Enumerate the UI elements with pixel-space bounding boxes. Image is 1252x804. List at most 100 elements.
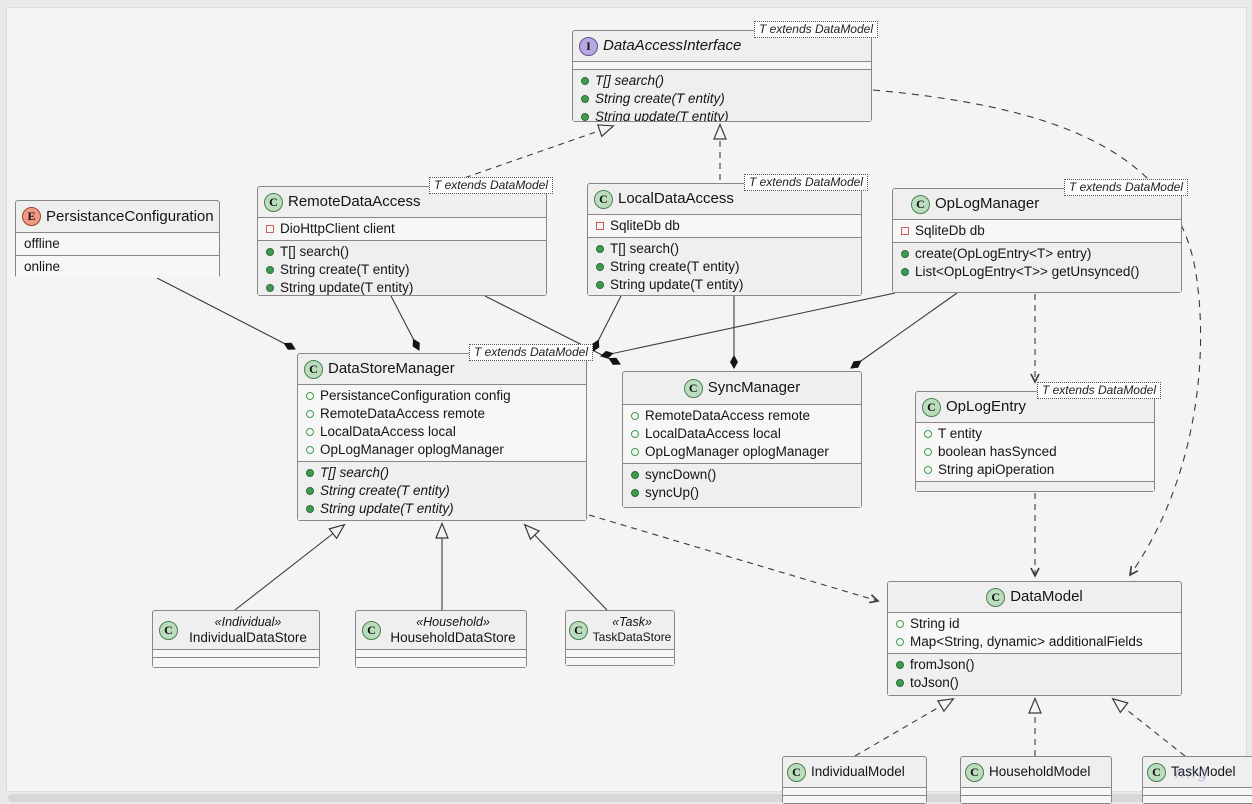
fields-compartment: DioHttpClient client [258, 217, 546, 240]
method-text: List<OpLogEntry<T>> getUnsynced() [915, 264, 1140, 279]
method-text: T[] search() [610, 241, 680, 256]
method-row: syncDown() [623, 466, 861, 484]
private-field-icon [901, 227, 909, 235]
generic-text: T extends DataModel [758, 22, 873, 36]
method-text: String update(T entity) [595, 109, 729, 121]
fields-compartment: T entity boolean hasSynced String apiOpe… [916, 422, 1154, 481]
method-icon [581, 77, 589, 85]
method-row: T[] search() [588, 240, 861, 258]
method-icon [596, 263, 604, 271]
public-field-icon [924, 466, 932, 474]
public-field-icon [896, 620, 904, 628]
public-field-icon [306, 392, 314, 400]
class-remotedataaccess[interactable]: T extends DataModel C RemoteDataAccess D… [257, 177, 553, 296]
method-icon [306, 505, 314, 513]
class-datamodel[interactable]: C DataModel String id Map<String, dynami… [887, 581, 1182, 696]
horizontal-scrollbar[interactable] [8, 794, 1244, 802]
field-text: T entity [938, 426, 983, 441]
class-name: OpLogEntry [946, 398, 1027, 415]
edge-taskdatastore-extends-datastoremanager [525, 525, 608, 611]
method-row: T[] search() [573, 72, 871, 90]
public-field-icon [631, 448, 639, 456]
generic-parameter-label: T extends DataModel [1036, 382, 1161, 399]
class-oplogmanager[interactable]: T extends DataModel C OpLogManager Sqlit… [892, 179, 1188, 293]
method-icon [631, 471, 639, 479]
class-persistanceconfiguration[interactable]: E PersistanceConfiguration offline onlin… [15, 200, 220, 278]
class-taskmodel[interactable]: C TaskModel [1142, 756, 1252, 804]
field-text: SqliteDb db [610, 218, 680, 233]
method-icon [306, 469, 314, 477]
class-name: PersistanceConfiguration [46, 207, 214, 225]
public-field-icon [306, 410, 314, 418]
methods-compartment-empty [783, 795, 926, 803]
enum-value: online [24, 259, 61, 274]
class-name: HouseholdDataStore [390, 630, 516, 645]
class-header: C DataStoreManager [298, 354, 586, 384]
class-oplogentry[interactable]: T extends DataModel C OpLogEntry T entit… [915, 382, 1161, 492]
method-text: syncDown() [645, 467, 717, 482]
stereotype-label: «Individual» [214, 615, 282, 629]
method-row: T[] search() [298, 464, 586, 482]
class-syncmanager[interactable]: C SyncManager RemoteDataAccess remote Lo… [622, 371, 862, 508]
method-row: create(OpLogEntry<T> entry) [893, 245, 1181, 263]
generic-text: T extends DataModel [433, 178, 548, 192]
method-text: fromJson() [910, 657, 975, 672]
class-householddatastore[interactable]: C «Household» HouseholdDataStore [355, 610, 527, 668]
method-icon [901, 268, 909, 276]
fields-compartment-empty [573, 61, 871, 69]
class-icon: C [362, 620, 381, 640]
field-row: String apiOperation [916, 461, 1154, 479]
class-individualdatastore[interactable]: C «Individual» IndividualDataStore [152, 610, 320, 668]
class-dataaccessinterface[interactable]: T extends DataModel I DataAccessInterfac… [572, 21, 878, 122]
class-name: DataStoreManager [328, 360, 455, 377]
class-name: DataAccessInterface [603, 37, 742, 54]
class-name: HouseholdModel [989, 764, 1091, 779]
class-icon: C [787, 762, 806, 782]
method-row: String create(T entity) [573, 90, 871, 108]
method-row: String update(T entity) [573, 108, 871, 121]
edge-dataaccessinterface-depends-datamodel [872, 89, 1202, 577]
stereotype-label: «Household» [416, 615, 490, 629]
class-name: IndividualDataStore [189, 630, 307, 645]
method-row: T[] search() [258, 243, 546, 261]
generic-parameter-label: T extends DataModel [743, 174, 868, 191]
method-text: String update(T entity) [320, 501, 454, 516]
field-row: RemoteDataAccess remote [623, 407, 861, 425]
class-taskdatastore[interactable]: C «Task» TaskDataStore [565, 610, 675, 666]
method-text: String create(T entity) [595, 91, 725, 106]
fields-compartment-empty [566, 649, 674, 657]
public-field-icon [924, 448, 932, 456]
class-individualmodel[interactable]: C IndividualModel [782, 756, 927, 804]
class-icon: C [304, 359, 323, 379]
method-row: String update(T entity) [258, 279, 546, 295]
class-datastoremanager[interactable]: T extends DataModel C DataStoreManager P… [297, 344, 593, 521]
method-row: List<OpLogEntry<T>> getUnsynced() [893, 263, 1181, 281]
public-field-icon [306, 428, 314, 436]
edge-remotedataaccess-implements-dataaccessinterface [443, 126, 613, 186]
fields-compartment-empty [961, 787, 1111, 795]
public-field-icon [896, 638, 904, 646]
method-text: syncUp() [645, 485, 700, 500]
public-field-icon [631, 412, 639, 420]
field-text: LocalDataAccess local [645, 426, 781, 441]
class-header: C DataModel [888, 582, 1181, 612]
method-icon [266, 248, 274, 256]
field-row: RemoteDataAccess remote [298, 405, 586, 423]
class-header: C «Household» HouseholdDataStore [356, 611, 526, 649]
stereotype-name-stack: «Task» TaskDataStore [593, 615, 672, 645]
method-text: String update(T entity) [280, 280, 414, 295]
class-householdmodel[interactable]: C HouseholdModel [960, 756, 1112, 804]
private-field-icon [266, 225, 274, 233]
class-icon: C [911, 194, 930, 214]
enum-value: offline [24, 236, 60, 251]
method-text: T[] search() [595, 73, 665, 88]
generic-text: T extends DataModel [473, 345, 588, 359]
method-icon [901, 250, 909, 258]
edge-remotedataaccess-composition-datastoremanager [390, 295, 420, 351]
field-text: RemoteDataAccess remote [645, 408, 811, 423]
class-localdataaccess[interactable]: T extends DataModel C LocalDataAccess Sq… [587, 174, 868, 296]
class-header: C IndividualModel [783, 757, 926, 787]
fields-compartment-empty [1143, 787, 1252, 795]
class-name: OpLogManager [935, 195, 1040, 212]
